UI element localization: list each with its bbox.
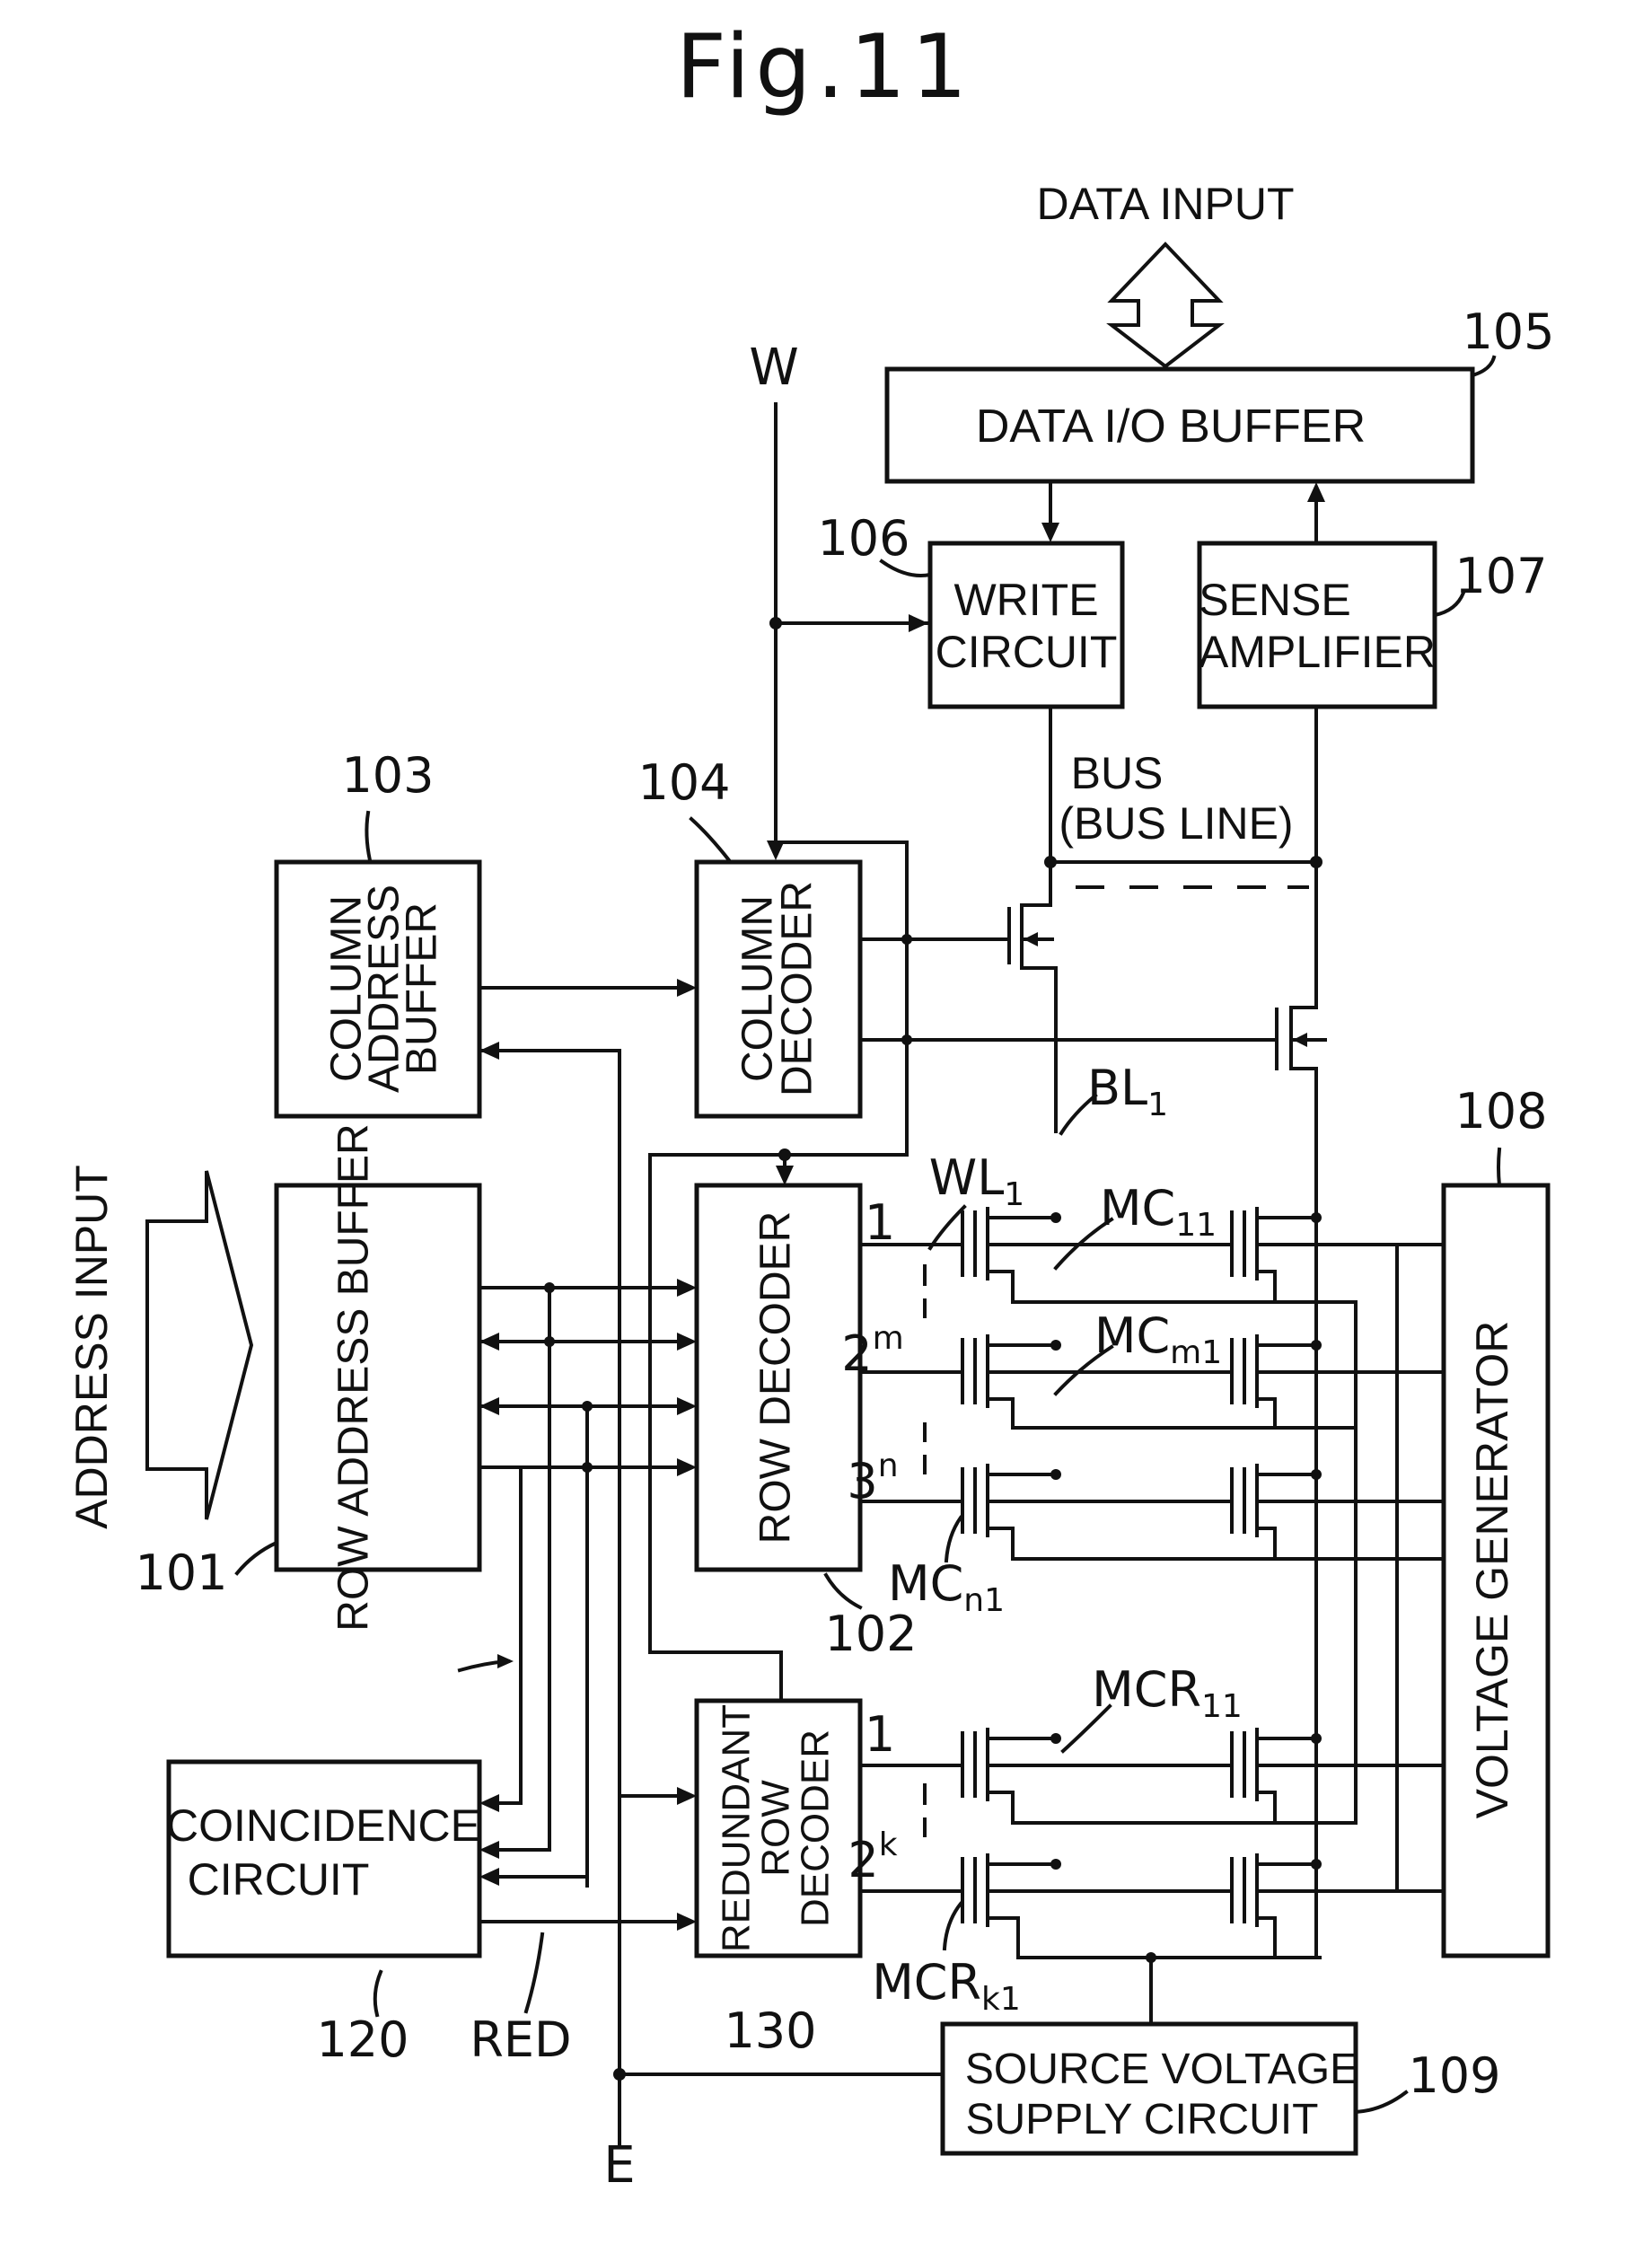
word-line-label: WL1 xyxy=(929,1149,1024,1213)
row-decoder-number: 102 xyxy=(824,1606,917,1662)
coincidence-circuit-number: 120 xyxy=(316,2011,409,2068)
write-circuit-label-2: CIRCUIT xyxy=(936,627,1118,677)
data-io-buffer-label: DATA I/O BUFFER xyxy=(976,400,1366,453)
address-input-label: ADDRESS INPUT xyxy=(66,1165,117,1529)
address-input-arrow xyxy=(145,1170,254,1520)
mcn1-label: MCn1 xyxy=(888,1555,1005,1619)
source-voltage-supply-label-1: SOURCE VOLTAGE xyxy=(965,2046,1358,2093)
coincidence-circuit-label-2: CIRCUIT xyxy=(188,1854,370,1905)
voltage-generator-number: 108 xyxy=(1454,1083,1547,1140)
column-decoder-label-1: COLUMN xyxy=(734,895,782,1082)
mcr11-label: MCR11 xyxy=(1092,1661,1243,1725)
mc11-label: MC11 xyxy=(1100,1180,1217,1244)
bit-line-label: BL1 xyxy=(1087,1060,1168,1123)
row-2m-label: 2m xyxy=(841,1320,903,1382)
redundant-cell-row-1 xyxy=(858,1728,1446,1825)
data-io-buffer-number: 105 xyxy=(1462,304,1554,360)
write-circuit-box xyxy=(927,541,1125,709)
sense-amplifier-box xyxy=(1197,541,1437,709)
figure-title: Fig.11 xyxy=(676,16,973,119)
column-decoder-label-2: DECODER xyxy=(774,881,822,1096)
column-address-buffer-label-3: BUFFER xyxy=(399,902,446,1075)
sense-amplifier-number: 107 xyxy=(1454,548,1547,604)
data-input-label: DATA INPUT xyxy=(1036,179,1294,229)
row-decoder-label: ROW DECODER xyxy=(752,1211,800,1545)
coincidence-circuit-box xyxy=(166,1759,482,1958)
data-input-double-arrow xyxy=(1106,242,1225,369)
redundant-row-2k-label: 2k xyxy=(848,1826,897,1888)
row-1-label: 1 xyxy=(865,1194,895,1251)
memory-cell-row-3 xyxy=(858,1464,1446,1561)
column-decoder-number: 104 xyxy=(637,754,730,811)
column-address-buffer-number: 103 xyxy=(341,747,434,804)
column-decoder-box xyxy=(694,859,863,1119)
column-address-buffer-label-1: COLUMN xyxy=(323,895,371,1082)
write-circuit-number: 106 xyxy=(817,510,909,567)
source-voltage-supply-label-2: SUPPLY CIRCUIT xyxy=(966,2096,1319,2143)
write-circuit-label-1: WRITE xyxy=(953,575,1098,625)
mcm1-label: MCm1 xyxy=(1094,1307,1222,1371)
voltage-generator-box xyxy=(1441,1183,1551,1958)
sense-amplifier-label-1: SENSE xyxy=(1199,575,1351,625)
memory-cell-row-2 xyxy=(858,1334,1446,1430)
column-address-buffer-label-2: ADDRESS xyxy=(361,884,409,1093)
redundant-cell-row-2 xyxy=(858,1853,1446,1959)
e-signal-label: E xyxy=(603,2136,635,2195)
source-voltage-supply-box xyxy=(940,2021,1358,2156)
data-io-buffer-box xyxy=(884,366,1475,484)
redundant-row-decoder-number: 130 xyxy=(724,2002,816,2059)
bus-label-1: BUS xyxy=(1071,748,1164,798)
redundant-row-decoder-label-3: DECODER xyxy=(794,1729,838,1927)
redundant-row-decoder-box xyxy=(694,1698,863,1958)
redundant-row-decoder-label-1: REDUNDANT xyxy=(715,1704,759,1952)
mcrk1-label: MCRk1 xyxy=(872,1954,1021,2018)
row-address-buffer-number: 101 xyxy=(135,1545,227,1601)
redundant-row-decoder-label-2: ROW xyxy=(754,1780,798,1877)
w-signal-label: W xyxy=(749,339,798,397)
coincidence-circuit-label-1: COINCIDENCE xyxy=(166,1800,480,1851)
sense-amplifier-label-2: AMPLIFIER xyxy=(1199,627,1436,677)
bus-label-2: (BUS LINE) xyxy=(1059,798,1293,849)
memory-cell-row-1 xyxy=(858,1207,1446,1304)
redundant-row-1-label: 1 xyxy=(865,1706,895,1763)
row-address-buffer-label: ROW ADDRESS BUFFER xyxy=(330,1123,378,1631)
voltage-generator-label: VOLTAGE GENERATOR xyxy=(1467,1321,1517,1819)
row-address-buffer-box xyxy=(274,1183,482,1572)
red-signal-label: RED xyxy=(470,2011,571,2068)
source-voltage-supply-number: 109 xyxy=(1408,2047,1500,2104)
row-decoder-box xyxy=(694,1183,863,1572)
